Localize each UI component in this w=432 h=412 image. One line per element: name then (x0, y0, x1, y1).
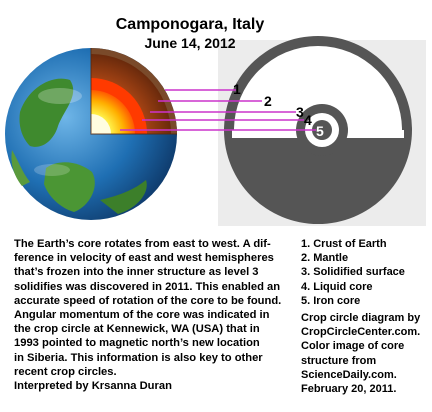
description-line: in Siberia. This information is also key… (14, 351, 263, 364)
legend-item-liquid-core: 4. Liquid core (301, 280, 373, 293)
legend-item-solidified-surface: 3. Solidified surface (301, 266, 405, 279)
cloud-shape (34, 164, 70, 176)
cloud-shape (38, 88, 82, 104)
earth-core-diagram: 1 2 3 4 5 (5, 36, 426, 226)
cutaway-edge (90, 48, 177, 135)
page-title: Camponogara, Italy (115, 16, 265, 33)
description-line: 1993 pointed to magnetic north’s new loc… (14, 337, 260, 350)
source-credit: Crop circle diagram by CropCircleCenter.… (301, 311, 429, 396)
earth-cutaway (91, 48, 177, 134)
description-line: The Earth’s core rotates from east to we… (14, 238, 271, 250)
page-date: June 14, 2012 (144, 35, 236, 51)
crop-white-upper-half (234, 46, 402, 131)
credit-line: Crop circle diagram by (301, 312, 421, 325)
description-line: accurate speed of rotation of the core t… (14, 294, 282, 307)
continent-shape (11, 150, 30, 186)
callout-number-2: 2 (264, 93, 272, 109)
credit-line: Color image of core (301, 340, 405, 353)
description-line: Angular momentum of the core was indicat… (14, 309, 270, 322)
description-line: recent crop circles. (14, 365, 117, 378)
description-paragraph: The Earth’s core rotates from east to we… (14, 237, 290, 393)
legend-item-mantle: 2. Mantle (301, 252, 349, 265)
credit-line: February 20, 2011. (301, 383, 397, 396)
description-line: ference in velocity of east and west hem… (14, 252, 274, 265)
legend: 1. Crust of Earth 2. Mantle 3. Solidifie… (301, 237, 429, 396)
author-credit: Interpreted by Krsanna Duran (14, 380, 172, 393)
description-line: that’s frozen into the inner structure a… (14, 266, 259, 279)
callout-number-3: 3 (296, 104, 304, 120)
crop-center-dot (312, 120, 332, 140)
legend-list: 1. Crust of Earth 2. Mantle 3. Solidifie… (301, 237, 429, 308)
description-line: the crop circle at Kennewick, WA (USA) t… (14, 323, 260, 336)
mantle-layer (91, 54, 171, 134)
continent-shape (19, 78, 74, 147)
callout-number-1: 1 (233, 81, 241, 97)
continent-shape (100, 180, 147, 214)
solid-core-layer (91, 90, 135, 134)
iron-core-layer (91, 114, 111, 134)
legend-item-iron-core: 5. Iron core (301, 294, 361, 307)
credit-line: structure from (301, 354, 377, 367)
credit-line: ScienceDaily.com. (301, 368, 397, 381)
credit-line: CropCircleCenter.com. (301, 326, 421, 339)
description-line: solidifies was discovered in 2011. This … (14, 280, 281, 293)
callout-lines (120, 89, 316, 131)
legend-item-crust: 1. Crust of Earth (301, 238, 387, 250)
callout-number-4: 4 (304, 112, 312, 128)
continent-shape (44, 162, 95, 212)
callout-number-5: 5 (316, 123, 324, 139)
crop-circle-diagram (218, 36, 426, 226)
